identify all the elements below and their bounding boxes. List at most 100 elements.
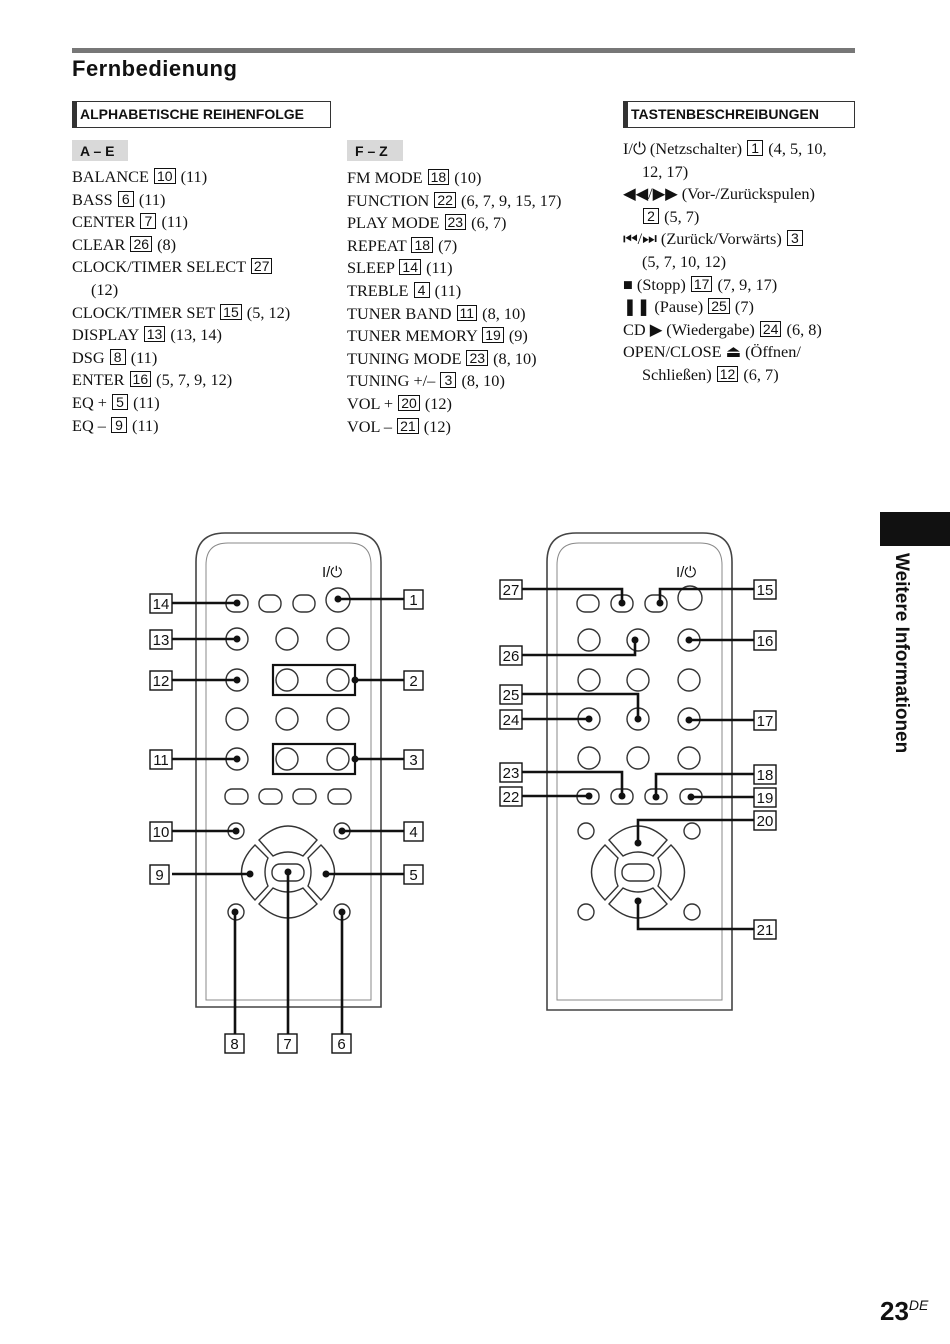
remote-button[interactable] xyxy=(292,594,316,613)
item-pages: (10) xyxy=(450,168,482,187)
callout-dot xyxy=(685,716,693,724)
callout-number: 22 xyxy=(503,789,520,806)
remote-button[interactable] xyxy=(576,594,600,613)
power-button[interactable] xyxy=(677,585,703,611)
callout-number: 11 xyxy=(153,752,169,769)
callout-dot xyxy=(334,595,342,603)
callout-dot xyxy=(618,599,626,607)
remote-button[interactable] xyxy=(577,628,601,652)
list-item: EQ – 9 (11) xyxy=(72,415,290,438)
callout-number: 8 xyxy=(230,1036,238,1053)
section-tab xyxy=(880,512,950,546)
callout-number: 18 xyxy=(757,767,774,784)
fast-forward-button[interactable] xyxy=(326,668,350,692)
item-pages: (11) xyxy=(176,167,208,186)
item-label: ENTER xyxy=(72,370,129,390)
remote-button[interactable] xyxy=(258,594,282,613)
remote-button[interactable] xyxy=(683,822,701,840)
list-item: BASS 6 (11) xyxy=(72,189,290,212)
callout-box xyxy=(149,629,173,650)
item-pages: (11) xyxy=(127,415,159,435)
list-item: TUNING MODE 23 (8, 10) xyxy=(347,348,561,371)
callout-number: 7 xyxy=(283,1036,291,1053)
item-label: TUNING MODE xyxy=(347,348,466,368)
callout-number: 14 xyxy=(153,596,170,613)
callout-dot xyxy=(351,676,359,684)
callout-dot xyxy=(338,908,346,916)
pause-button[interactable] xyxy=(275,707,299,731)
desc-symbol: OPEN/CLOSE ⏏ xyxy=(623,342,746,362)
callout-line xyxy=(658,587,754,603)
callout-number: 13 xyxy=(153,632,170,649)
item-label: EQ + xyxy=(72,392,112,412)
open-close-button[interactable] xyxy=(577,668,601,692)
list-item: CLOCK/TIMER SELECT 27 xyxy=(72,256,290,279)
callout-dot xyxy=(233,635,241,643)
desc-number: 1 xyxy=(747,140,764,156)
fast-forward-button[interactable] xyxy=(677,668,701,692)
eq-plus-button[interactable] xyxy=(307,844,336,902)
previous-button[interactable] xyxy=(626,746,650,770)
remote-button[interactable] xyxy=(577,822,595,840)
callout-dot xyxy=(634,715,642,723)
list-item: VOL + 20 (12) xyxy=(347,393,561,416)
desc-header: TASTENBESCHREIBUNGEN xyxy=(623,101,855,128)
callout-box xyxy=(499,579,523,600)
desc-symbol: I/⏻ xyxy=(623,139,650,158)
remote-button[interactable] xyxy=(327,788,352,805)
desc-number: 25 xyxy=(708,298,730,315)
callout-dot xyxy=(233,755,241,763)
item-pages: (9) xyxy=(504,326,528,346)
remote-button[interactable] xyxy=(326,627,350,651)
desc-item-cont: Schließen) 12 (6, 7) xyxy=(623,364,855,387)
item-number: 18 xyxy=(427,169,450,185)
remote-button[interactable] xyxy=(258,788,283,805)
desc-number: 3 xyxy=(786,230,803,247)
callout-dot xyxy=(231,908,239,916)
next-button[interactable] xyxy=(326,747,350,771)
callout-number: 21 xyxy=(757,922,774,939)
item-label: FUNCTION xyxy=(347,190,434,210)
callout-box xyxy=(403,589,424,610)
item-label: PLAY MODE xyxy=(347,213,444,233)
remote-button[interactable] xyxy=(275,627,299,651)
desc-list: I/⏻ (Netzschalter) 1 (4, 5, 10,12, 17)◀◀… xyxy=(623,138,855,387)
callout-box xyxy=(403,821,424,842)
callout-box xyxy=(331,1033,352,1054)
desc-item: ⏮/⏭ (Zurück/Vorwärts) 3 xyxy=(623,228,855,251)
desc-label: (Netzschalter) xyxy=(649,139,747,158)
desc-label: (Stopp) xyxy=(636,274,690,294)
list-item: REPEAT 18 (7) xyxy=(347,235,561,258)
item-number: 19 xyxy=(482,327,504,344)
pad-left[interactable] xyxy=(590,844,619,902)
callout-dot xyxy=(687,793,695,801)
stop-button[interactable] xyxy=(326,707,350,731)
item-pages: (8, 10) xyxy=(478,303,526,323)
next-button[interactable] xyxy=(677,746,701,770)
callout-dot xyxy=(634,897,642,905)
callout-line xyxy=(636,901,754,931)
rewind-button[interactable] xyxy=(626,668,650,692)
remote-button[interactable] xyxy=(683,903,701,921)
pad-right[interactable] xyxy=(657,844,686,902)
callout-number: 19 xyxy=(757,790,774,807)
remote-button[interactable] xyxy=(292,788,317,805)
eq-minus-button[interactable] xyxy=(240,844,269,902)
play-button[interactable] xyxy=(225,707,249,731)
rewind-button[interactable] xyxy=(275,668,299,692)
pad-up[interactable] xyxy=(258,825,318,857)
previous-button[interactable] xyxy=(275,747,299,771)
ae-header: A – E xyxy=(72,140,128,161)
item-number: 16 xyxy=(129,371,152,388)
item-number: 22 xyxy=(434,191,456,208)
clock-timer-set-button[interactable] xyxy=(644,594,668,613)
center-button[interactable] xyxy=(621,863,655,882)
page-number-value: 23 xyxy=(880,1296,909,1326)
item-pages: (12) xyxy=(419,416,451,436)
remote-button[interactable] xyxy=(577,903,595,921)
remote-button[interactable] xyxy=(224,788,249,805)
item-label: TUNING +/– xyxy=(347,371,440,391)
callout-dot xyxy=(656,599,664,607)
remote-button[interactable] xyxy=(577,746,601,770)
callout-box xyxy=(403,749,424,770)
